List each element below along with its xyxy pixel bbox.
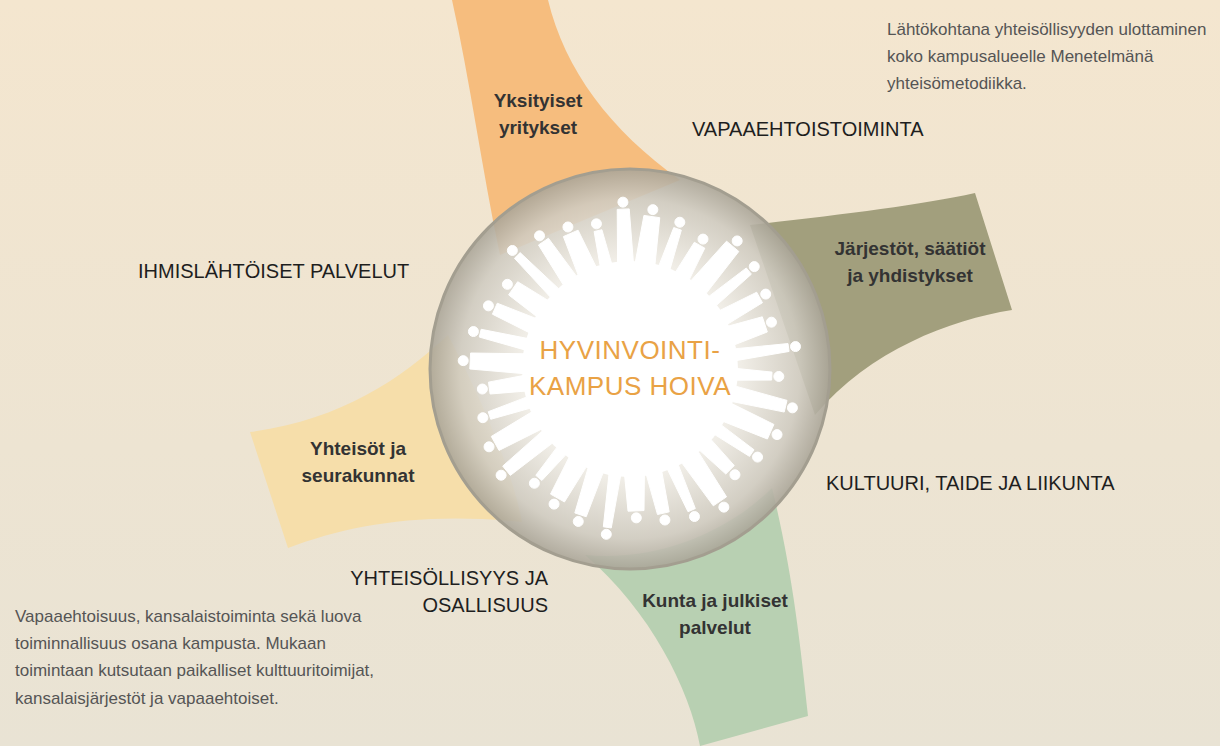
person-head (766, 317, 776, 327)
theme-label: YHTEISÖLLISYYS JA OSALLISUUS (330, 565, 548, 619)
person-head (502, 279, 512, 289)
person-head (631, 513, 641, 523)
person-head (591, 219, 601, 229)
person-head (468, 327, 478, 337)
petal-box: Yksityiset yritykset (478, 88, 598, 142)
person-head (549, 499, 559, 509)
petal-label: Järjestöt, säätiöt ja yhdistykset (830, 236, 990, 290)
hub-title: HYVINVOINTI- KAMPUS HOIVA (520, 333, 740, 405)
person-body (617, 209, 633, 266)
sphere (430, 169, 830, 569)
petal-box: Yhteisöt ja seurakunnat (268, 436, 448, 490)
person-head (529, 478, 539, 488)
person-head (484, 442, 494, 452)
person-head (601, 529, 611, 539)
inner-disc (522, 261, 738, 477)
people-silhouettes (458, 197, 800, 539)
person-head (496, 470, 506, 480)
person-head (761, 289, 771, 299)
person-head (749, 262, 759, 272)
person-head (507, 245, 517, 255)
person-body (624, 472, 644, 511)
person-head (483, 301, 493, 311)
method-note: Vapaaehtoisuus, kansalaistoiminta sekä l… (15, 603, 395, 712)
person-body (470, 353, 527, 374)
person-head (787, 403, 797, 413)
person-head (573, 516, 583, 526)
person-head (698, 234, 708, 244)
person-head (772, 430, 782, 440)
person-head (477, 384, 487, 394)
person-body (635, 215, 660, 267)
person-head (458, 356, 468, 366)
person-head (790, 342, 800, 352)
person-head (618, 197, 628, 207)
person-body (734, 368, 772, 380)
person-body (479, 329, 530, 350)
petal-box: Järjestöt, säätiöt ja yhdistykset (830, 236, 990, 290)
person-head (478, 413, 488, 423)
person-head (730, 470, 740, 480)
person-head (660, 515, 670, 525)
theme-label: VAPAAEHTOISTOIMINTA (692, 116, 992, 143)
person-head (719, 502, 729, 512)
intro-note: Lähtökohtana yhteisöllisyyden ulottamine… (887, 16, 1212, 98)
person-body (603, 471, 621, 528)
petal-box: Kunta ja julkiset palvelut (640, 588, 790, 642)
person-body (646, 469, 670, 515)
person-head (774, 371, 784, 381)
person-body (488, 375, 528, 394)
person-head (535, 231, 545, 241)
theme-label: IHMISLÄHTÖISET PALVELUT (138, 258, 438, 285)
petal-label: Kunta ja julkiset palvelut (640, 588, 790, 642)
person-head (675, 217, 685, 227)
person-head (563, 222, 573, 232)
petal-label: Yksityiset yritykset (478, 88, 598, 142)
person-head (648, 205, 658, 215)
person-body (732, 344, 789, 361)
person-head (732, 236, 742, 246)
theme-label: KULTUURI, TAIDE JA LIIKUNTA (826, 470, 1156, 497)
petal-label: Yhteisöt ja seurakunnat (268, 436, 448, 490)
person-head (753, 452, 763, 462)
hub-circle: HYVINVOINTI- KAMPUS HOIVA (520, 333, 740, 405)
person-body (666, 462, 695, 512)
person-head (689, 512, 699, 522)
